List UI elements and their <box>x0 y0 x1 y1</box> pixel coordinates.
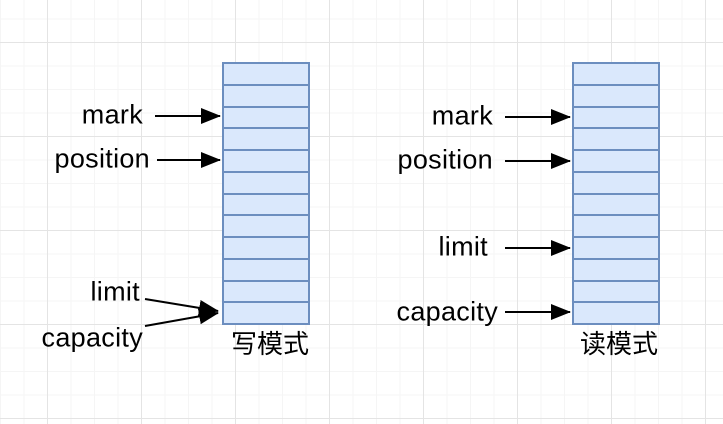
buffer-cell <box>224 105 308 128</box>
read-mode-buffer-stack <box>572 62 660 325</box>
write-mark-label: mark <box>81 99 143 130</box>
buffer-cell <box>574 105 658 128</box>
write-limit-arrow <box>144 298 219 316</box>
buffer-cell <box>224 64 308 84</box>
buffer-cell <box>224 170 308 193</box>
write-mode-title: 写模式 <box>230 329 310 359</box>
buffer-cell <box>224 279 308 302</box>
write-capacity-label: capacity <box>41 322 143 353</box>
buffer-cell <box>574 301 658 323</box>
buffer-cell <box>574 214 658 236</box>
buffer-cell <box>574 257 658 280</box>
write-limit-label: limit <box>90 276 140 307</box>
buffer-cell <box>224 214 308 236</box>
buffer-cell <box>574 279 658 302</box>
read-capacity-label: capacity <box>396 296 498 327</box>
buffer-cell <box>224 127 308 149</box>
write-capacity-arrow <box>144 308 219 327</box>
buffer-cell <box>224 149 308 171</box>
read-position-label: position <box>397 144 493 175</box>
buffer-cell <box>574 127 658 149</box>
read-mode-title: 读模式 <box>579 329 659 359</box>
write-position-label: position <box>54 143 150 174</box>
read-limit-label: limit <box>438 231 488 262</box>
buffer-cell <box>224 301 308 323</box>
buffer-cell <box>574 192 658 215</box>
read-mark-label: mark <box>431 100 493 131</box>
buffer-cell <box>574 83 658 106</box>
buffer-cell <box>224 192 308 215</box>
buffer-cell <box>224 236 308 258</box>
buffer-cell <box>224 257 308 280</box>
buffer-cell <box>574 149 658 171</box>
buffer-cell <box>574 170 658 193</box>
buffer-cell <box>574 64 658 84</box>
buffer-cell <box>574 236 658 258</box>
write-mode-buffer-stack <box>222 62 310 325</box>
buffer-cell <box>224 83 308 106</box>
